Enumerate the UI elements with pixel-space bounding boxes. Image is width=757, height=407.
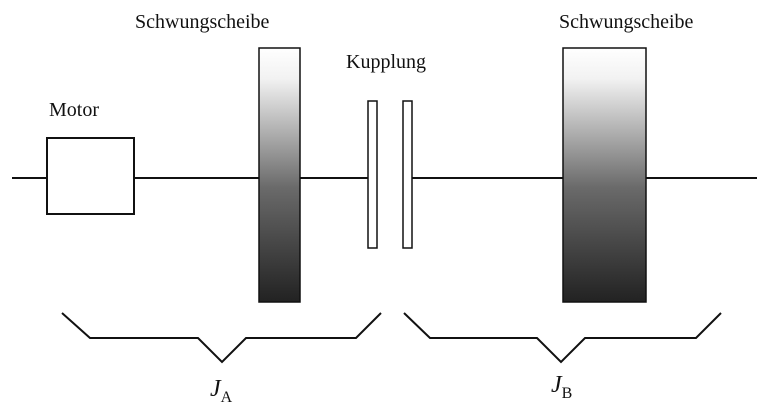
- flywheel-right: [562, 47, 647, 303]
- coupling-plate-left: [367, 100, 378, 249]
- brace-jb: [403, 312, 722, 364]
- inertia-a-symbol: J: [210, 376, 222, 402]
- inertia-a-subscript: A: [221, 389, 233, 406]
- flywheel-right-label: Schwungscheibe: [559, 11, 694, 33]
- brace-ja: [61, 312, 382, 364]
- inertia-a-label: JA: [210, 376, 233, 406]
- coupling-label: Kupplung: [346, 51, 426, 73]
- flywheel-left: [258, 47, 301, 303]
- inertia-b-subscript: B: [562, 385, 573, 402]
- motor-box: [46, 137, 135, 215]
- coupling-plate-right: [402, 100, 413, 249]
- flywheel-left-label: Schwungscheibe: [135, 11, 270, 33]
- inertia-b-label: JB: [551, 372, 572, 402]
- motor-label: Motor: [49, 99, 99, 121]
- inertia-b-symbol: J: [551, 372, 563, 398]
